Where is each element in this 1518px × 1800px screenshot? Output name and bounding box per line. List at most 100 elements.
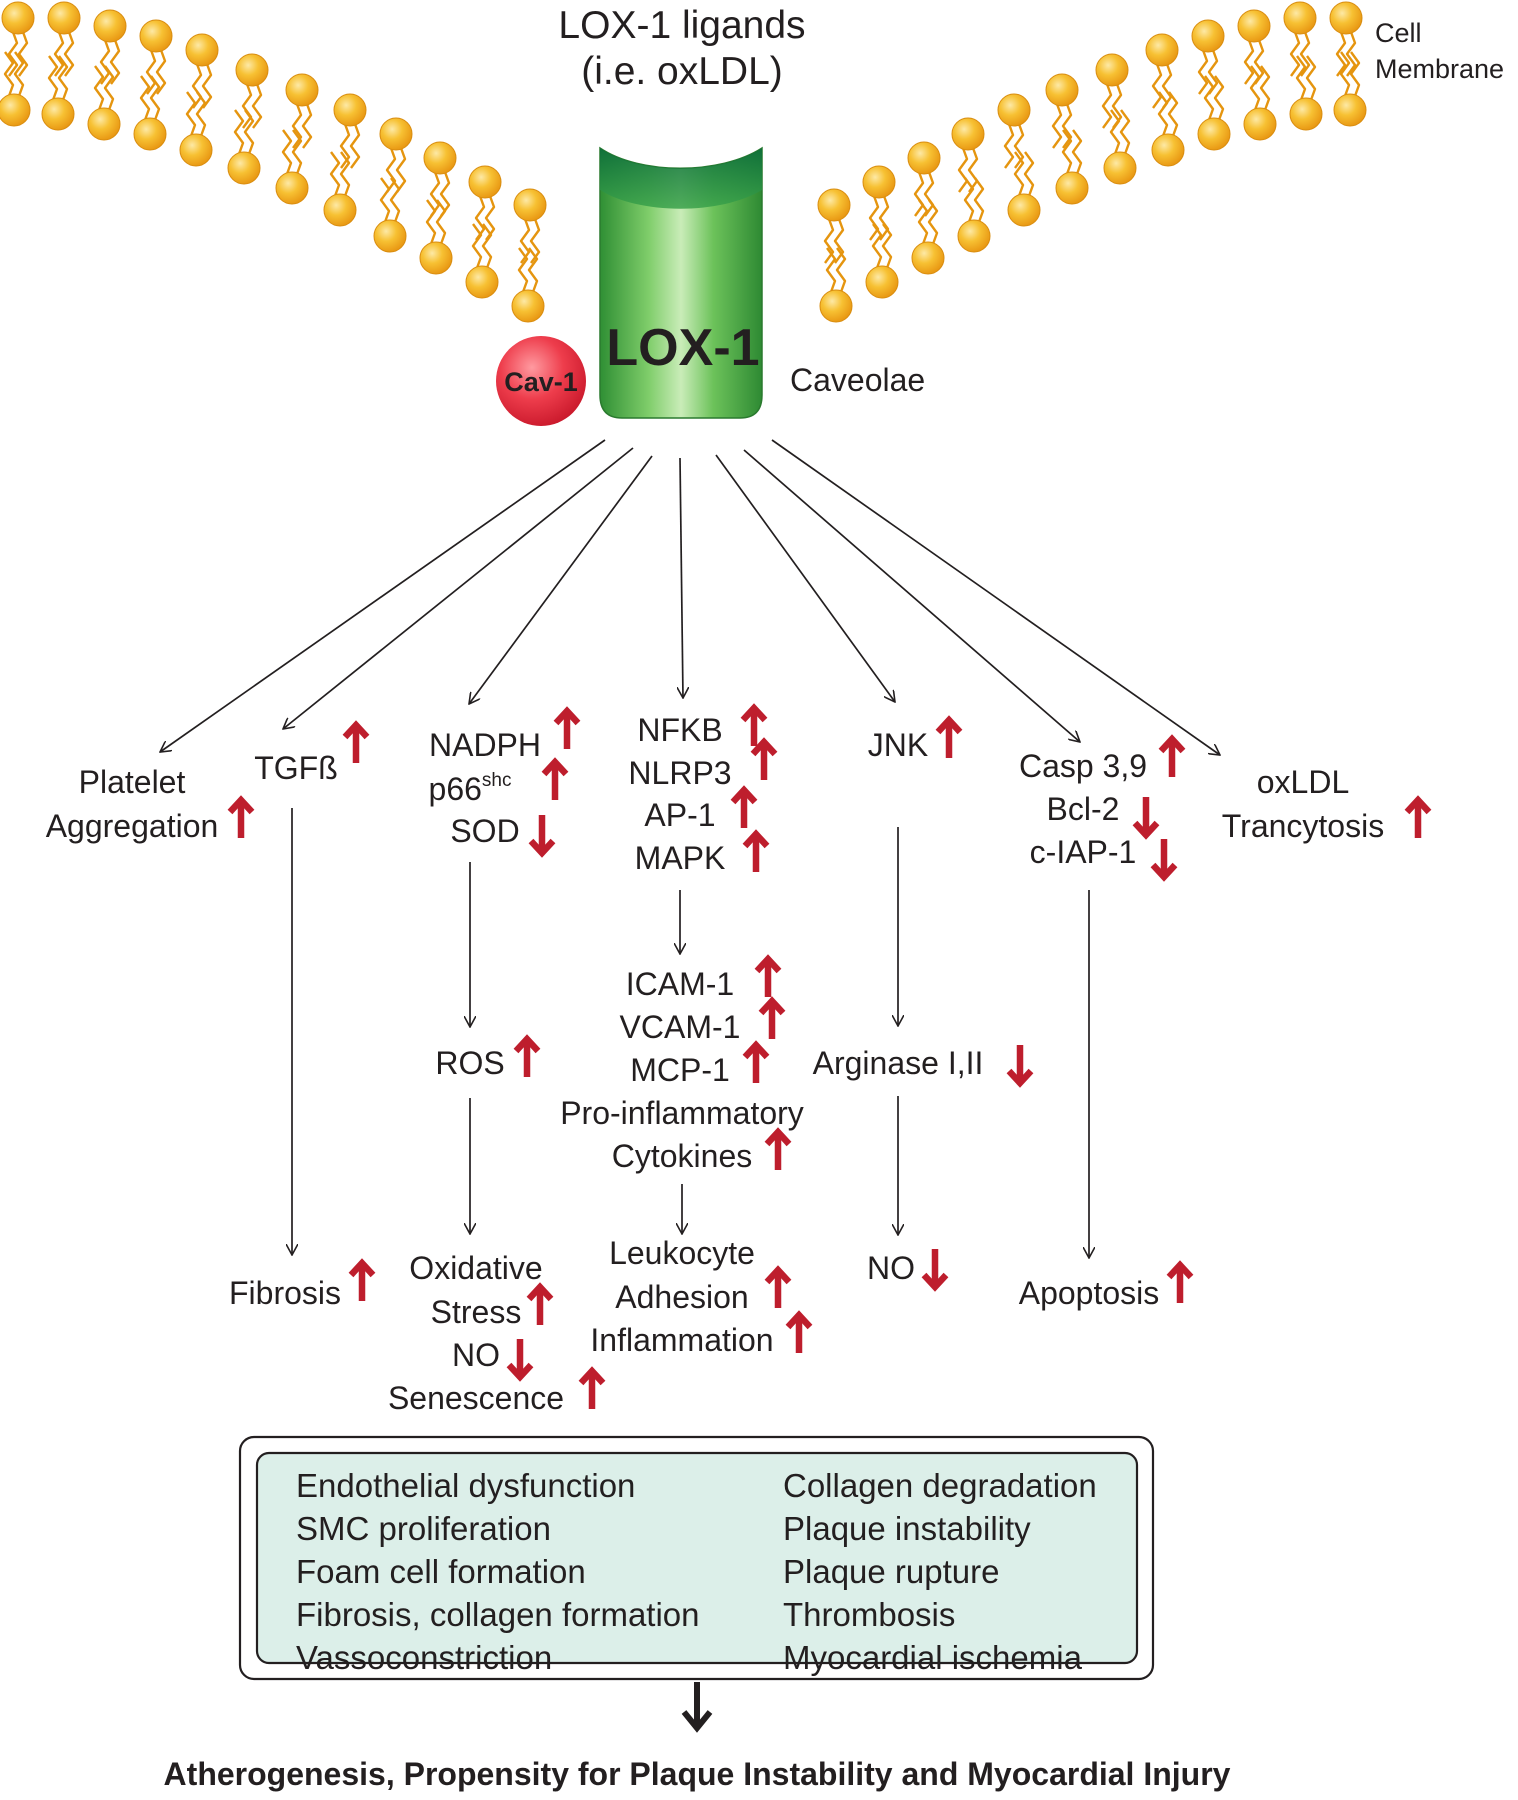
phospholipid-inner-11 <box>511 247 545 323</box>
nadph-up-arrow-indicator <box>553 706 581 749</box>
apoptosis-up-arrow-indicator <box>1166 1260 1194 1303</box>
outcome-right-4: Thrombosis <box>783 1596 955 1633</box>
ligand-title-line2: (i.e. oxLDL) <box>581 50 783 93</box>
proinf-label-line2: Cytokines <box>612 1138 753 1174</box>
phospholipid-outer-20 <box>1191 19 1225 95</box>
ciap-down-arrow-indicator <box>1150 839 1178 882</box>
conclusion-arrow <box>681 1682 713 1733</box>
pathway-arrows <box>160 439 1220 1258</box>
phospholipid-outer-10 <box>468 165 502 241</box>
p66-superscript: shc <box>482 770 512 791</box>
vcam-up-arrow-indicator <box>758 996 786 1039</box>
outcome-right-1: Collagen degradation <box>783 1467 1097 1504</box>
vcam-label: VCAM-1 <box>620 1009 741 1045</box>
phospholipid-outer-15 <box>951 117 985 193</box>
ap1-up-arrow-indicator <box>730 785 758 828</box>
phospholipid-outer-13 <box>862 165 896 241</box>
bcl2-down-arrow-indicator <box>1132 797 1160 840</box>
phospholipid-inner-0 <box>0 51 31 127</box>
platelet-label-line2: Aggregation <box>46 808 219 844</box>
leukocyte-label-line2: Adhesion <box>615 1279 748 1315</box>
nfkb-label: NFKB <box>637 712 722 748</box>
nlrp3-up-arrow-indicator <box>750 737 778 780</box>
outcome-right-2: Plaque instability <box>783 1510 1031 1547</box>
bcl2-label: Bcl-2 <box>1047 791 1120 827</box>
cytokines-up-arrow-indicator <box>764 1127 792 1170</box>
sod-down-arrow-indicator <box>528 815 556 858</box>
phospholipid-inner-9 <box>419 199 453 275</box>
outcome-right-3: Plaque rupture <box>783 1553 999 1590</box>
phospholipid-inner-12 <box>819 247 853 323</box>
phospholipid-inner-10 <box>465 223 499 299</box>
no-jnk-down-arrow-indicator <box>921 1249 949 1292</box>
nfkb-up-arrow-indicator <box>740 703 768 746</box>
outcome-left-1: Endothelial dysfunction <box>296 1467 635 1504</box>
phospholipid-inner-19 <box>1151 91 1185 167</box>
ros-label: ROS <box>435 1045 504 1081</box>
phospholipid-inner-6 <box>275 129 309 205</box>
phospholipid-outer-11 <box>513 188 547 264</box>
phospholipid-inner-17 <box>1055 129 1089 205</box>
phospholipid-outer-6 <box>285 73 319 149</box>
phospholipid-outer-5 <box>235 53 269 129</box>
phospholipid-inner-1 <box>41 55 75 131</box>
phospholipid-inner-16 <box>1007 151 1041 227</box>
cav1-protein: Cav-1 <box>496 336 586 426</box>
outcome-left-5: Vassoconstriction <box>296 1639 552 1676</box>
arrow-jnk <box>715 454 895 702</box>
phospholipid-inner-8 <box>373 177 407 253</box>
phospholipid-inner-2 <box>87 65 121 141</box>
mcp-up-arrow-indicator <box>742 1040 770 1083</box>
lox1-label: LOX-1 <box>606 319 759 377</box>
ros-up-arrow-indicator <box>513 1034 541 1077</box>
ap1-label: AP-1 <box>644 797 715 833</box>
oxldl-label-line1: oxLDL <box>1257 764 1350 800</box>
oxidative-label-line2: Stress <box>431 1294 522 1330</box>
phospholipid-inner-4 <box>179 91 213 167</box>
lox1-receptor: LOX-1 <box>599 146 763 419</box>
casp-label: Casp 3,9 <box>1019 748 1147 784</box>
tgf-up-arrow-indicator <box>342 720 370 763</box>
ciap-label: c-IAP-1 <box>1030 834 1137 870</box>
phospholipid-inner-5 <box>227 109 261 185</box>
mapk-up-arrow-indicator <box>742 829 770 872</box>
phospholipid-inner-13 <box>865 223 899 299</box>
phospholipid-outer-3 <box>139 19 173 95</box>
phospholipid-outer-18 <box>1095 53 1129 129</box>
mcp-label: MCP-1 <box>630 1052 730 1088</box>
leukocyte-label-line1: Leukocyte <box>609 1235 755 1271</box>
oxldl-up-arrow-indicator <box>1404 795 1432 838</box>
phospholipid-inner-7 <box>323 151 357 227</box>
phospholipid-inner-18 <box>1103 109 1137 185</box>
arrow-oxldl <box>771 439 1220 755</box>
membrane-label-line1: Cell <box>1375 18 1422 48</box>
adhesion-up-arrow-indicator <box>764 1265 792 1308</box>
jnk-label: JNK <box>868 727 928 763</box>
phospholipid-outer-2 <box>93 9 127 85</box>
p66-main: p66 <box>429 771 482 807</box>
senescence-label: Senescence <box>388 1380 564 1416</box>
phospholipid-outer-19 <box>1145 33 1179 109</box>
no-oxidative-down-arrow-indicator <box>506 1339 534 1382</box>
membrane-label-line2: Membrane <box>1375 54 1504 84</box>
caveolae-label: Caveolae <box>790 362 925 398</box>
outcomes-box: Endothelial dysfunction SMC proliferatio… <box>238 1435 1155 1681</box>
phospholipid-outer-12 <box>817 188 851 264</box>
apoptosis-label: Apoptosis <box>1019 1275 1160 1311</box>
icam-up-arrow-indicator <box>754 954 782 997</box>
arrow-platelet <box>160 439 606 752</box>
oxldl-label-line2: Trancytosis <box>1222 808 1384 844</box>
casp-up-arrow-indicator <box>1158 734 1186 777</box>
inflammation-label: Inflammation <box>590 1322 773 1358</box>
fibrosis-up-arrow-indicator <box>348 1258 376 1301</box>
phospholipid-inner-23 <box>1333 51 1367 127</box>
change-indicators <box>227 703 1432 1409</box>
phospholipid-outer-21 <box>1237 9 1271 85</box>
phospholipid-inner-14 <box>911 199 945 275</box>
phospholipid-outer-17 <box>1045 73 1079 149</box>
mapk-label: MAPK <box>635 840 726 876</box>
platelet-up-arrow-indicator <box>227 795 255 838</box>
tgf-label: TGFß <box>254 750 338 786</box>
phospholipid-outer-16 <box>997 93 1031 169</box>
